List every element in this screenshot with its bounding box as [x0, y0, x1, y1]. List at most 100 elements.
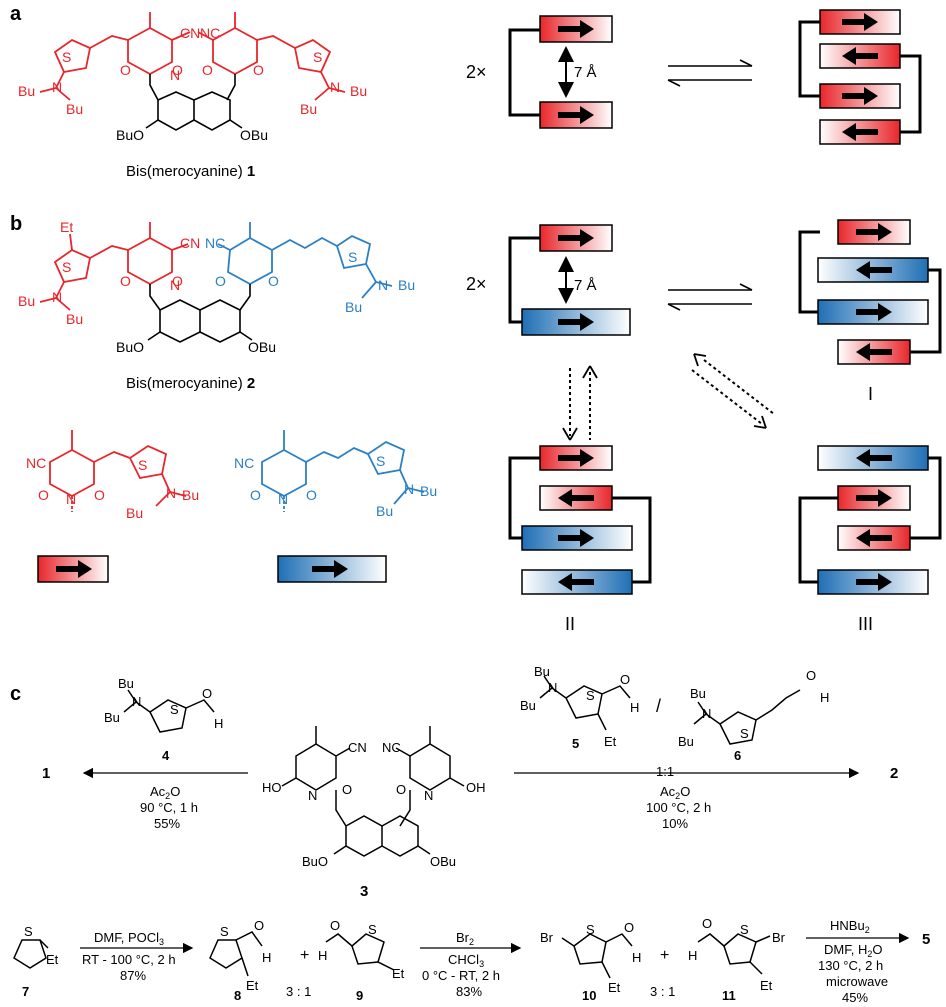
synthesis-scheme: Bu Bu N S O H 4 1 Ac2O 90 °C, 1 h 55%	[13, 664, 930, 1005]
dye-block-red	[539, 445, 613, 471]
scheme-b-dimer: 7 Å 2×	[466, 224, 775, 441]
stack-I: I	[798, 219, 942, 404]
condition-yield: 55%	[154, 816, 180, 831]
label-bu: Bu	[678, 734, 694, 749]
label-et: Et	[46, 952, 59, 967]
label-et: Et	[246, 978, 259, 993]
compound-number-5: 5	[572, 736, 579, 751]
label-bu: Bu	[182, 487, 199, 503]
dye-block-blue	[521, 308, 631, 336]
compound-number-7: 7	[22, 984, 29, 999]
multiplier-label: 2×	[466, 62, 487, 82]
slash-separator: /	[656, 696, 661, 716]
label-buo: BuO	[116, 339, 144, 355]
isomer-ratio: 3 : 1	[650, 984, 675, 999]
label-obu: OBu	[240, 127, 268, 143]
condition-temp: 0 °C - RT, 2 h	[422, 968, 500, 983]
condition-temp: 100 °C, 2 h	[646, 800, 711, 815]
label-obu: OBu	[430, 854, 456, 869]
label-bu: Bu	[18, 293, 35, 309]
product-1: 1	[42, 765, 50, 782]
label-s: S	[24, 924, 33, 939]
label-bu: Bu	[18, 83, 35, 99]
label-et: Et	[760, 978, 773, 993]
label-buo: BuO	[302, 854, 328, 869]
label-s: S	[138, 457, 147, 473]
compound-number-11: 11	[722, 988, 736, 1003]
label-nc: NC	[26, 455, 46, 471]
label-n: N	[166, 485, 176, 501]
panel-label-a: a	[10, 3, 22, 25]
label-o: O	[202, 62, 213, 78]
label-h: H	[630, 700, 639, 715]
label-br: Br	[540, 930, 554, 945]
panel-label-c: c	[10, 683, 21, 705]
label-o: O	[620, 672, 630, 687]
condition-solvent: DMF, H2O	[824, 942, 882, 959]
structure-bismerocyanine-1: CN NC S S N N Bu Bu Bu Bu O O O O N BuO …	[18, 12, 367, 180]
label-bu: Bu	[398, 277, 415, 293]
label-s: S	[376, 453, 385, 469]
label-n: N	[424, 788, 433, 803]
label-h: H	[632, 950, 641, 965]
caption-bismerocyanine-1: Bis(merocyanine) 1	[126, 163, 255, 180]
product-2: 2	[890, 765, 898, 782]
label-o: O	[806, 668, 816, 683]
label-s: S	[368, 922, 377, 937]
label-s: S	[586, 922, 595, 937]
label-cn: CN	[180, 25, 200, 41]
condition-yield: 45%	[842, 990, 868, 1005]
structure-bismerocyanine-2: Et CN NC S S N N Bu Bu Bu Bu O O O O N B…	[18, 219, 415, 392]
label-n: N	[52, 289, 62, 305]
label-n-imide: N	[170, 67, 180, 83]
label-o: O	[38, 487, 49, 503]
condition-temp: 130 °C, 2 h	[818, 958, 883, 973]
label-bu: Bu	[104, 710, 120, 725]
label-o: O	[254, 918, 264, 933]
compound-number-8: 8	[234, 988, 241, 1003]
panel-label-b: b	[10, 213, 22, 235]
label-n: N	[404, 481, 414, 497]
plus-sign: +	[660, 947, 669, 964]
label-s: S	[740, 922, 749, 937]
label-bu: Bu	[66, 311, 83, 327]
label-bu: Bu	[350, 83, 367, 99]
label-o: O	[120, 62, 131, 78]
plus-sign: +	[300, 947, 309, 964]
compound-number-6: 6	[734, 748, 741, 763]
label-n: N	[308, 788, 317, 803]
label-h: H	[318, 948, 327, 963]
label-n: N	[52, 79, 62, 95]
condition-temp: RT - 100 °C, 2 h	[82, 952, 176, 967]
label-bu: Bu	[520, 698, 536, 713]
label-o: O	[306, 487, 317, 503]
condition-yield: 87%	[120, 968, 146, 983]
label-obu: OBu	[248, 339, 276, 355]
condition-reagent: HNBu2	[830, 918, 870, 935]
label-n-imide: N	[66, 491, 76, 507]
label-et: Et	[608, 980, 621, 995]
stack-label-I: I	[868, 384, 873, 404]
legend-red-chromophore: NC S N Bu Bu O O N	[26, 430, 199, 583]
compound-number-4: 4	[162, 748, 170, 763]
stack-III: III	[798, 445, 942, 634]
stack-II: II	[508, 445, 652, 634]
dye-block-red	[837, 219, 911, 245]
label-o: O	[215, 273, 226, 289]
label-n: N	[330, 79, 340, 95]
label-s: S	[62, 259, 71, 275]
compound-number-10: 10	[582, 988, 596, 1003]
multiplier-label: 2×	[466, 274, 487, 294]
label-cn: CN	[180, 235, 200, 251]
label-o: O	[202, 686, 212, 701]
scheme-a-dimer: 7 Å 2×	[466, 9, 922, 145]
label-nc: NC	[234, 455, 254, 471]
label-et: Et	[604, 734, 617, 749]
label-s: S	[348, 249, 357, 265]
label-s: S	[170, 702, 179, 717]
label-o: O	[172, 273, 183, 289]
label-o: O	[330, 918, 340, 933]
condition-solvent: CHCl3	[448, 952, 484, 969]
label-bu: Bu	[345, 299, 362, 315]
